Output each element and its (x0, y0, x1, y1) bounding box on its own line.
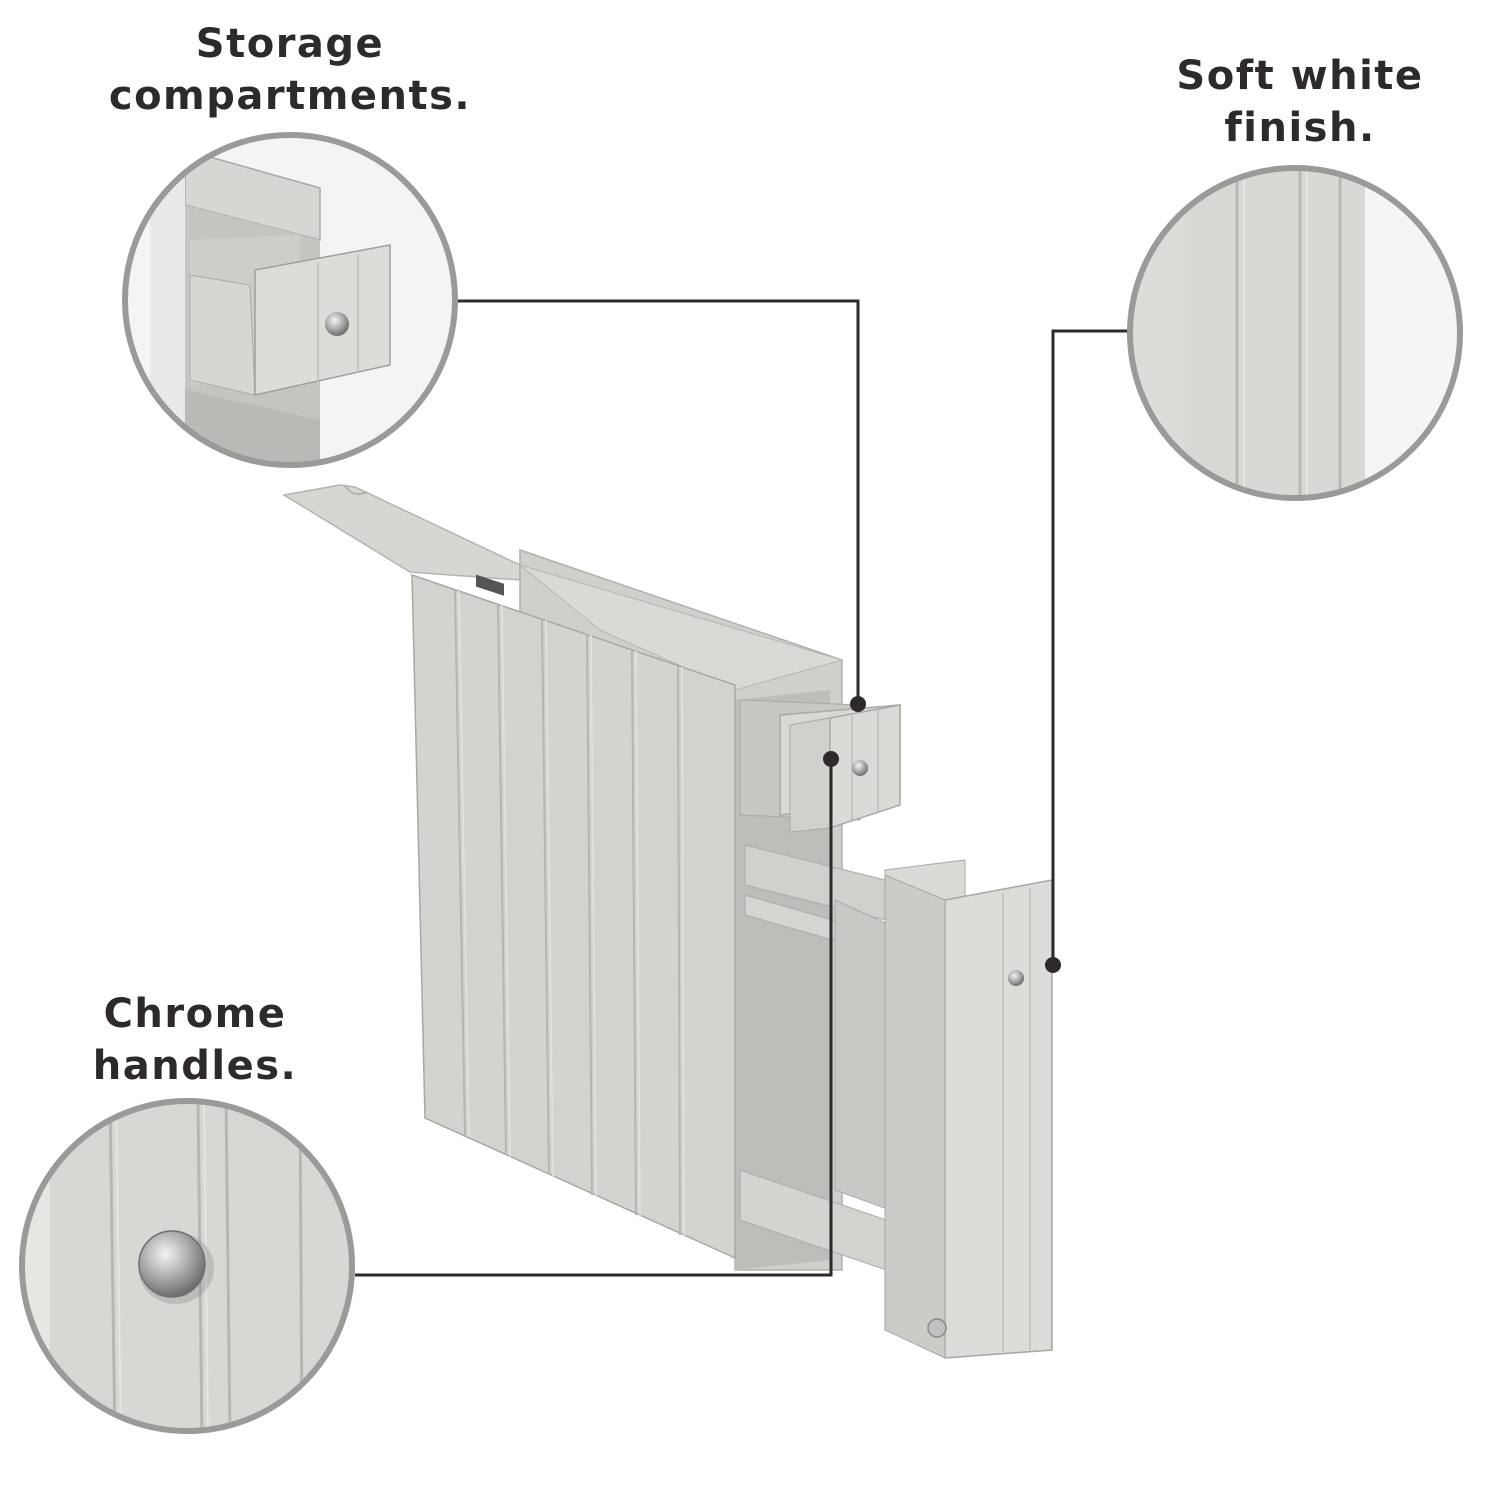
handles-zoom-lens (19, 1098, 355, 1434)
chrome-knob-detail (138, 1230, 206, 1298)
storage-connector-dot (850, 696, 866, 712)
handles-callout-label: Chrome handles. (40, 988, 350, 1092)
connector-lines (355, 299, 1137, 1277)
drawer-knob (852, 760, 868, 776)
finish-connector (1051, 329, 1137, 965)
finish-connector-dot (1045, 957, 1061, 973)
handles-callout-line2: handles. (92, 1043, 298, 1089)
finish-callout-line2: finish. (1224, 105, 1376, 151)
storage-callout-line1: Storage (195, 21, 385, 67)
wheel (927, 1318, 947, 1338)
handles-connector-dot (823, 751, 839, 767)
cabinet-side-panel (411, 573, 736, 1260)
finish-zoom-lens (1127, 165, 1463, 501)
storage-connector (455, 299, 860, 704)
drawer (739, 699, 901, 833)
rack-front-panel (944, 879, 1053, 1359)
finish-callout-line1: Soft white (1176, 53, 1424, 99)
knob-detail (325, 312, 349, 336)
storage-callout-label: Storage compartments. (90, 18, 490, 122)
pull-out-rack (739, 844, 1053, 1359)
slim-cabinet (281, 484, 1053, 1359)
cabinet-lid (281, 484, 521, 581)
rack-knob (1008, 970, 1024, 986)
storage-callout-line2: compartments. (108, 73, 472, 119)
storage-zoom-lens (122, 132, 458, 468)
finish-callout-label: Soft white finish. (1130, 50, 1470, 154)
handles-callout-line1: Chrome (103, 991, 287, 1037)
handles-connector (355, 759, 833, 1277)
